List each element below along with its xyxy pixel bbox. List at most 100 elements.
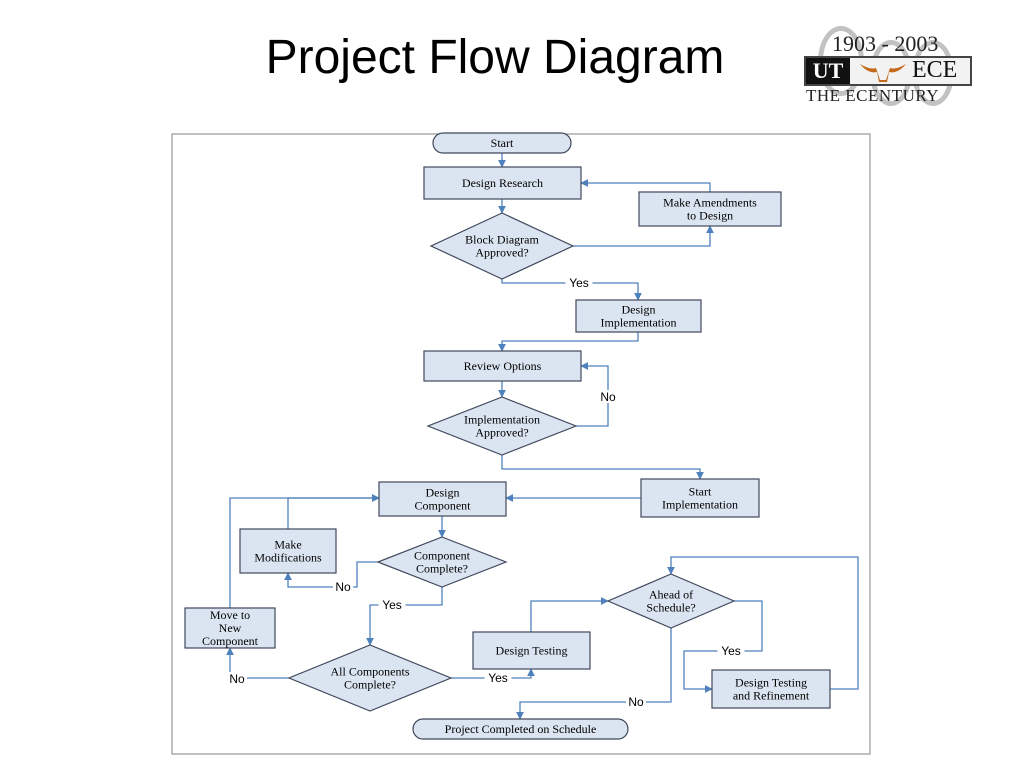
edge-label-all-yes: Yes <box>484 671 512 685</box>
node-label-line: Make <box>274 538 301 552</box>
logo-tagline: THE ECENTURY <box>806 86 940 105</box>
node-label-line: Make Amendments <box>663 196 757 210</box>
process-box <box>575 299 702 333</box>
node-label-line: Design Testing <box>496 644 568 658</box>
edge-label-bg <box>227 672 247 685</box>
edge-label-bg <box>378 598 406 611</box>
edge-label-block-yes: Yes <box>565 276 593 290</box>
decision-diamond <box>376 536 508 588</box>
node-label-line: Component <box>415 499 472 513</box>
node-label-line: Complete? <box>416 562 468 576</box>
decision-diamond <box>426 396 578 456</box>
edge-label-ahead-no: No <box>626 695 646 709</box>
decision-diamond <box>606 573 736 629</box>
node-review-options: Review Options <box>423 350 582 382</box>
node-design-research: Design Research <box>423 166 582 200</box>
edge-refinement-to-ahead <box>667 556 859 690</box>
node-label-line: Implementation <box>601 316 677 330</box>
node-label-line: Start <box>491 136 514 150</box>
edge-label-component-yes: Yes <box>378 598 406 612</box>
decision-diamond <box>287 644 453 712</box>
node-label-line: New <box>219 621 242 635</box>
decision-diamond <box>429 212 575 280</box>
node-label-line: Schedule? <box>646 601 695 615</box>
edge-impl-approved-to-start-impl <box>501 455 704 480</box>
node-label-line: All Components <box>330 665 409 679</box>
node-label-line: Start <box>689 485 712 499</box>
edge-move-to-component <box>229 494 380 608</box>
node-label-line: Design Research <box>462 176 543 190</box>
edge-label-text: Yes <box>569 276 589 290</box>
longhorn-icon <box>860 64 906 82</box>
edge-label-text: Yes <box>488 671 508 685</box>
edge-label-text: No <box>335 580 351 594</box>
edge-ahead-no-to-completed <box>516 628 672 720</box>
node-label-line: Approved? <box>475 246 528 260</box>
process-box <box>184 607 276 649</box>
edge-label-text: No <box>229 672 245 686</box>
slide-title: Project Flow Diagram <box>265 31 725 84</box>
edge-complete-no-to-modifications <box>284 561 378 588</box>
node-label-line: Component <box>414 549 471 563</box>
node-label-line: Project Completed on Schedule <box>445 722 597 736</box>
process-box <box>638 191 782 227</box>
terminal-box <box>412 718 629 740</box>
edge-testing-to-ahead <box>530 597 609 632</box>
logo-ut-mark: UT <box>806 58 850 84</box>
process-box <box>472 631 591 670</box>
edge-label-component-no: No <box>333 580 353 594</box>
node-label-line: Implementation <box>464 413 540 427</box>
edge-complete-yes-to-all <box>366 587 443 646</box>
process-box <box>378 481 507 517</box>
edge-label-text: Yes <box>721 644 741 658</box>
edge-label-bg <box>598 390 618 403</box>
process-box <box>423 350 582 382</box>
node-project-completed: Project Completed on Schedule <box>412 718 629 740</box>
node-label-line: Block Diagram <box>465 233 539 247</box>
process-box <box>711 669 831 709</box>
node-label-line: Component <box>202 634 259 648</box>
node-label-line: Implementation <box>662 498 738 512</box>
node-label-line: Complete? <box>344 678 396 692</box>
node-label-line: to Design <box>687 209 733 223</box>
edge-block-to-amendments <box>573 225 714 247</box>
node-start: Start <box>432 132 572 154</box>
edge-label-ahead-yes: Yes <box>717 644 745 658</box>
node-label-line: Ahead of <box>649 588 693 602</box>
edge-label-bg <box>717 644 745 657</box>
edge-label-all-no: No <box>227 672 247 686</box>
node-design-testing: Design Testing <box>472 631 591 670</box>
node-label-line: Design <box>622 303 656 317</box>
edge-label-text: Yes <box>382 598 402 612</box>
node-label-line: Review Options <box>464 359 542 373</box>
node-label-line: Design Testing <box>735 676 807 690</box>
node-label-line: Design <box>426 486 460 500</box>
edge-label-bg <box>626 695 646 708</box>
node-label-line: Modifications <box>254 551 322 565</box>
edge-label-impl-no: No <box>598 390 618 404</box>
edge-implementation-to-review <box>498 332 639 352</box>
edge-label-bg <box>565 276 593 289</box>
process-box <box>423 166 582 200</box>
diagram-edges <box>226 153 859 720</box>
node-label-line: and Refinement <box>733 689 810 703</box>
terminal-box <box>432 132 572 154</box>
process-box <box>640 478 760 518</box>
edge-label-bg <box>333 580 353 593</box>
edge-all-yes-to-testing <box>451 668 535 679</box>
node-label-line: Approved? <box>475 426 528 440</box>
node-label-line: Move to <box>210 608 250 622</box>
